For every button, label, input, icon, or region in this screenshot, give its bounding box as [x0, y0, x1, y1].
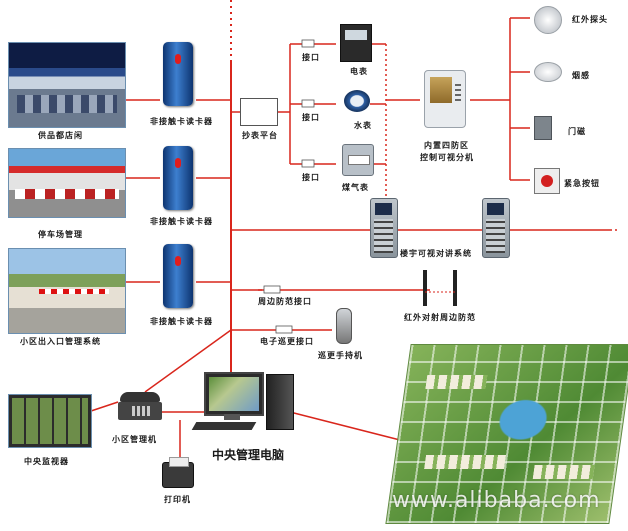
- water-meter: [344, 90, 370, 112]
- iface-2-label: 接口: [302, 113, 320, 122]
- electric-meter-label: 电表: [350, 67, 368, 76]
- central-pc-label: 中央管理电脑: [212, 448, 285, 462]
- gas-meter: [342, 144, 374, 176]
- card-reader-1: [163, 42, 193, 106]
- gas-meter-label: 煤气表: [342, 183, 369, 192]
- property-office-label: 供品都店闲: [38, 131, 83, 140]
- watermark-text: www.alibaba.com: [392, 488, 601, 513]
- line-to-map: [289, 411, 401, 441]
- patrol-handset-icon: [336, 308, 352, 344]
- iface-1-label: 接口: [302, 53, 320, 62]
- smoke-detector-icon: [534, 62, 562, 82]
- indoor-unit-label-1: 内置四防区: [424, 141, 469, 150]
- building-intercom-label: 楼宇可视对讲系统: [400, 249, 472, 258]
- card-reader-2: [163, 146, 193, 210]
- indoor-unit-label-2: 控制可视分机: [420, 153, 474, 162]
- iface-3-label: 接口: [302, 173, 320, 182]
- indoor-video-unit: [424, 70, 466, 128]
- reader-3-label: 非接触卡读卡器: [150, 317, 213, 326]
- meter-platform-label: 抄表平台: [242, 131, 278, 140]
- infrared-perimeter-label: 红外对射周边防范: [404, 313, 476, 322]
- central-computer-icon: [191, 372, 294, 434]
- infrared-label: 红外探头: [572, 15, 608, 24]
- patrol-iface-label: 电子巡更接口: [260, 337, 314, 346]
- door-sensor-icon: [534, 116, 552, 140]
- patrol-handset-label: 巡更手持机: [318, 351, 363, 360]
- property-office-photo: [8, 42, 126, 128]
- meter-platform-box: [240, 98, 278, 126]
- printer-icon: [162, 457, 194, 488]
- management-phone-icon: [118, 392, 162, 420]
- entrance-photo: [8, 248, 126, 334]
- parking-photo: [8, 148, 126, 218]
- reader-1-label: 非接触卡读卡器: [150, 117, 213, 126]
- infrared-detector-icon: [534, 6, 562, 34]
- parking-label: 停车场管理: [38, 230, 83, 239]
- phone-label: 小区管理机: [112, 435, 157, 444]
- electric-meter: [340, 24, 372, 62]
- emergency-button-icon: [534, 168, 560, 194]
- central-monitor-photo: [8, 394, 92, 448]
- line-to-phone: [144, 329, 232, 393]
- perimeter-iface-label: 周边防范接口: [258, 297, 312, 306]
- card-reader-3: [163, 244, 193, 308]
- reader-2-label: 非接触卡读卡器: [150, 217, 213, 226]
- central-monitor-label: 中央监视器: [24, 457, 69, 466]
- smoke-label: 烟感: [572, 71, 590, 80]
- intercom-panel-2: [482, 198, 510, 258]
- entrance-label: 小区出入口管理系统: [20, 337, 101, 346]
- intercom-panel-1: [370, 198, 398, 258]
- water-meter-label: 水表: [354, 121, 372, 130]
- line-to-monitor: [87, 401, 119, 413]
- printer-label: 打印机: [164, 495, 191, 504]
- door-label: 门磁: [568, 127, 586, 136]
- emergency-label: 紧急按钮: [564, 179, 600, 188]
